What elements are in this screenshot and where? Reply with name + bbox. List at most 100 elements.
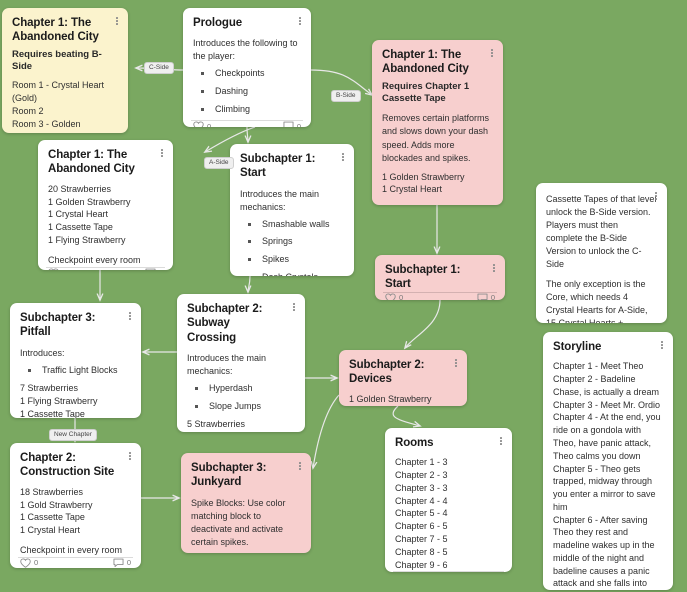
card-line: 1 Cassette Tape <box>20 512 85 523</box>
card-menu-icon[interactable] <box>125 450 135 462</box>
card-line: Chapter 3 - 3 <box>395 482 448 493</box>
comment-icon <box>113 558 124 568</box>
like-button[interactable]: 0 <box>20 558 38 568</box>
card-footnote: Checkpoint in every room <box>20 544 123 555</box>
card-paragraph: Removes certain platforms and slows down… <box>382 113 490 163</box>
comment-button[interactable]: 0 <box>145 268 163 270</box>
card-bullet-item: Checkpoints <box>193 67 301 80</box>
card-menu-icon[interactable] <box>657 339 667 351</box>
card-footer: 00 <box>46 266 165 270</box>
like-button[interactable]: 0 <box>193 121 211 127</box>
card-line: Chapter 5 - 4 <box>395 508 448 519</box>
card-cassette-tapes-note[interactable]: Cassette Tapes of that level unlock the … <box>536 183 667 323</box>
card-line: 1 Flying Strawberry <box>48 234 126 245</box>
card-line: Chapter 4 - 4 <box>395 495 448 506</box>
card-bullet-item: Traffic Light Blocks <box>20 364 131 377</box>
card-title: Chapter 1: The Abandoned City <box>48 149 135 176</box>
edge-prologue-to-chapter1-aside <box>205 126 256 152</box>
card-paragraph-2: The only exception is the Core, which ne… <box>546 279 648 323</box>
comment-button[interactable]: 0 <box>477 293 495 300</box>
edge-devices-to-rooms <box>392 405 420 426</box>
card-menu-icon[interactable] <box>489 262 499 274</box>
heart-icon <box>48 268 59 270</box>
card-chapter-2-construction-site[interactable]: Chapter 2: Construction Site 18 Strawberr… <box>10 443 141 568</box>
card-line-list: 1 Golden Strawberry <box>349 393 457 406</box>
card-bullet-item: Hyperdash <box>187 382 295 395</box>
like-button[interactable]: 0 <box>48 268 66 270</box>
card-chapter-1-a-side[interactable]: Chapter 1: The Abandoned City 20 Strawber… <box>38 140 173 270</box>
card-line: 1 Golden Strawberry <box>187 431 295 432</box>
like-count: 0 <box>62 268 66 270</box>
edge-label-new-chapter[interactable]: New Chapter <box>49 429 97 441</box>
card-line: 18 Strawberries <box>20 486 84 497</box>
edge-prologue-to-subchapter1 <box>247 126 248 142</box>
card-line: Chapter 1 - 3 <box>395 457 448 468</box>
card-line: 1 Crystal Heart <box>382 184 443 195</box>
card-paragraph: Cassette Tapes of that level unlock the … <box>546 194 657 270</box>
card-menu-icon[interactable] <box>295 460 305 472</box>
heart-icon <box>193 121 204 127</box>
comment-button[interactable]: 0 <box>283 121 301 127</box>
card-line: Chapter 2 - Badeline Chase, is actually … <box>553 374 660 397</box>
card-menu-icon[interactable] <box>496 435 506 447</box>
card-paragraph: Spike Blocks: Use color matching block t… <box>191 497 286 547</box>
card-subtitle: Requires Chapter 1 Cassette Tape <box>382 80 470 105</box>
edge-prologue-to-chapter1-bside <box>310 69 372 95</box>
like-count: 0 <box>34 558 39 568</box>
edge-label-c-side[interactable]: C-Side <box>144 62 174 74</box>
card-bullet-list: Smashable wallsSpringsSpikesDash Crystal… <box>240 218 344 276</box>
card-line: Room 2 <box>12 105 44 116</box>
card-menu-icon[interactable] <box>338 151 348 163</box>
card-line: 1 Cassette Tape <box>48 222 113 233</box>
card-paragraph: Introduces the following to the player: <box>193 38 298 62</box>
card-menu-icon[interactable] <box>125 310 135 322</box>
card-title: Subchapter 1: Start <box>240 153 316 180</box>
card-menu-icon[interactable] <box>651 190 661 202</box>
card-menu-icon[interactable] <box>112 15 122 27</box>
card-line: 1 Crystal Heart <box>20 525 81 536</box>
edge-subchapter1-to-subchapter2 <box>248 275 250 292</box>
card-title: Chapter 2: Construction Site <box>20 452 115 479</box>
card-footer: 00 <box>393 571 504 572</box>
edge-label-a-side[interactable]: A-Side <box>204 157 234 169</box>
edge-devices-to-junkyard <box>313 394 340 468</box>
card-line: Chapter 6 - After saving Theo they rest … <box>553 514 655 589</box>
card-menu-icon[interactable] <box>289 301 299 313</box>
card-menu-icon[interactable] <box>295 15 305 27</box>
comment-button[interactable]: 0 <box>113 558 131 568</box>
like-button[interactable]: 0 <box>385 293 403 300</box>
card-menu-icon[interactable] <box>487 47 497 59</box>
comment-count: 0 <box>490 293 495 300</box>
edge-label-b-side[interactable]: B-Side <box>331 90 361 102</box>
comment-count: 0 <box>296 121 301 127</box>
card-bullet-item: Springs <box>240 235 344 248</box>
card-menu-icon[interactable] <box>157 147 167 159</box>
card-title: Chapter 1: The Abandoned City <box>382 49 469 76</box>
card-menu-icon[interactable] <box>451 357 461 369</box>
